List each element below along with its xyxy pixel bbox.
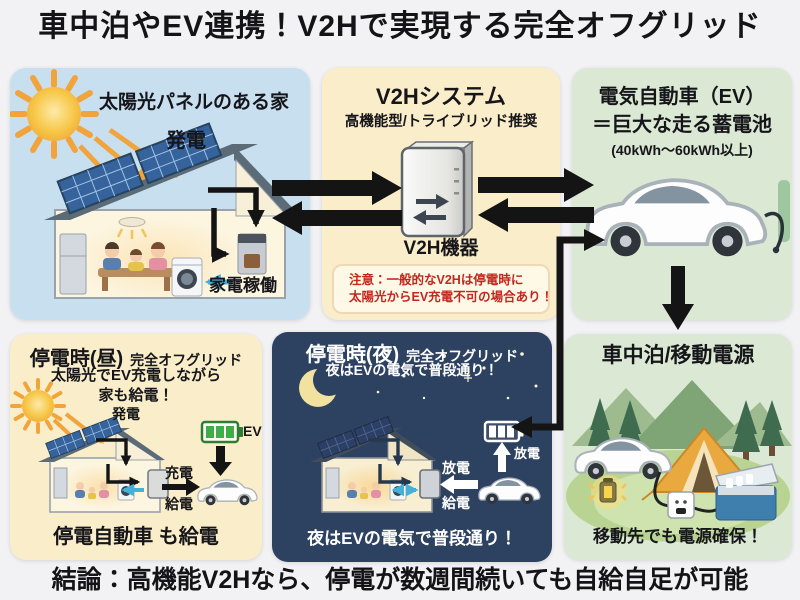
daytime-title: 停電時(昼)	[29, 348, 124, 370]
night-caption: 夜はEVの電気で普段通り！	[307, 529, 517, 548]
daytime-header: 停電時(昼) 完全オフグリッド	[10, 342, 262, 371]
ev-car-icon	[585, 178, 768, 259]
warning-line2: 太陽光からEV充電不可の場合あり！	[349, 290, 554, 304]
v2h-subtitle: 高機能型/トライブリッド推奨	[344, 114, 538, 130]
mountain-icon	[572, 380, 792, 449]
supply-label: 給電	[442, 495, 470, 511]
night-badge: 完全オフグリッド	[406, 348, 519, 364]
washing-machine-icon	[117, 479, 135, 501]
ev-title-line1: 電気自動車（EV）	[598, 86, 766, 108]
generation-label: 発電	[112, 406, 140, 422]
sunlight-arrows	[78, 127, 178, 193]
cooler-icon	[714, 463, 779, 521]
v2h-box-icon	[419, 469, 441, 499]
outlet-icon	[667, 491, 695, 519]
camping-caption: 移動先でも電源確保！	[593, 527, 763, 546]
panel-v2h: V2Hシステム 高機能型/トライブリッド推奨 V2H機器 注意：一般的なV2Hは…	[322, 68, 560, 320]
house-icon	[38, 415, 169, 513]
left-arrow-icon	[440, 475, 478, 494]
camping-title: 車中泊/移動電源	[601, 344, 755, 367]
down-arrow-icon	[209, 446, 232, 476]
discharge-up-label: 放電	[514, 446, 541, 461]
up-arrow-icon	[493, 442, 511, 472]
appliance-label: 家電稼働	[209, 276, 277, 295]
night-subtitle: 夜はEVの電気で普段通り！	[325, 362, 499, 378]
sunlight-arrows	[52, 412, 105, 448]
sun-icon	[10, 69, 99, 159]
battery-green-icon	[200, 420, 243, 444]
fridge-icon	[325, 467, 340, 499]
ev-car-icon	[574, 437, 672, 481]
panel-ev: 電気自動車（EV） ＝巨大な走る蓄電池 (40kWh〜60kWh以上)	[572, 68, 792, 320]
power-flow-arrow	[368, 438, 404, 467]
power-cable	[693, 503, 724, 513]
v2h-device-label: V2H機器	[403, 238, 479, 259]
generation-label: 発電	[166, 130, 206, 152]
warning-note: 注意：一般的なV2Hは停電時に 太陽光からEV充電不可の場合あり！	[332, 264, 554, 314]
power-flow-arrow	[96, 438, 132, 467]
discharge-label: 放電	[442, 460, 470, 476]
daytime-caption: 停電自動車 も給電	[53, 526, 219, 548]
lantern-icon	[587, 475, 627, 509]
charge-label: 充電	[165, 465, 193, 481]
washing-machine-icon	[171, 257, 203, 297]
daytime-subtitle1: 太陽光でEV充電しながら	[50, 367, 221, 384]
daytime-badge: 完全オフグリッド	[130, 352, 243, 368]
solar-house-title: 太陽光パネルのある家	[98, 92, 289, 113]
ev-title-line2: ＝巨大な走る蓄電池	[592, 114, 772, 136]
conclusion: 結論：高機能V2Hなら、停電が数週間続いても自給自足が可能	[51, 566, 749, 594]
night-header: 停電時(夜) 完全オフグリッド	[272, 338, 552, 367]
charging-cable-icon	[764, 211, 785, 251]
power-flow-arrow	[208, 187, 265, 228]
supply-label: 給電	[165, 496, 193, 512]
battery-outline-icon	[483, 420, 524, 443]
tent-icon	[641, 426, 771, 501]
house-icon	[310, 415, 441, 513]
ceiling-lamp-icon	[118, 217, 146, 227]
panel-solar-house: 太陽光パネルのある家 発電 家電稼働	[10, 68, 310, 320]
power-cable	[653, 471, 671, 508]
power-flow-arrow	[211, 208, 230, 263]
coffee-maker-icon	[237, 233, 267, 275]
solar-panel	[317, 415, 395, 459]
bidirectional-arrows-icon	[413, 194, 449, 225]
family-icon	[98, 242, 174, 291]
ev-car-icon	[478, 477, 541, 505]
v2h-title: V2Hシステム	[375, 84, 507, 109]
power-flow-arrow	[106, 464, 141, 488]
daytime-subtitle2: 家も給電！	[98, 387, 174, 404]
washing-machine-icon	[389, 479, 407, 501]
ev-label: EV	[243, 423, 262, 439]
power-flow-arrow	[378, 464, 413, 488]
fridge-icon	[53, 467, 68, 499]
warning-line1: 注意：一般的なV2Hは停電時に	[349, 272, 524, 287]
panel-night: 停電時(夜) 完全オフグリッド 夜はEVの電気で普段通り！ 放電 放電 給電 夜…	[272, 332, 552, 562]
ev-car-icon	[197, 479, 258, 506]
panel-camping: 車中泊/移動電源 移動先でも電源確保！	[564, 334, 792, 560]
panel-daytime: 停電時(昼) 完全オフグリッド 太陽光でEV充電しながら 家も給電！ 発電 EV…	[10, 334, 262, 560]
tree-icon	[588, 398, 784, 462]
ev-capacity: (40kWh〜60kWh以上)	[611, 142, 753, 158]
solar-panel	[45, 415, 123, 459]
main-title: 車中泊やEV連携！V2Hで実現する完全オフグリッド	[38, 10, 762, 43]
fridge-icon	[59, 233, 87, 295]
night-title: 停電時(夜)	[305, 344, 400, 366]
charge-post-icon	[778, 180, 790, 242]
